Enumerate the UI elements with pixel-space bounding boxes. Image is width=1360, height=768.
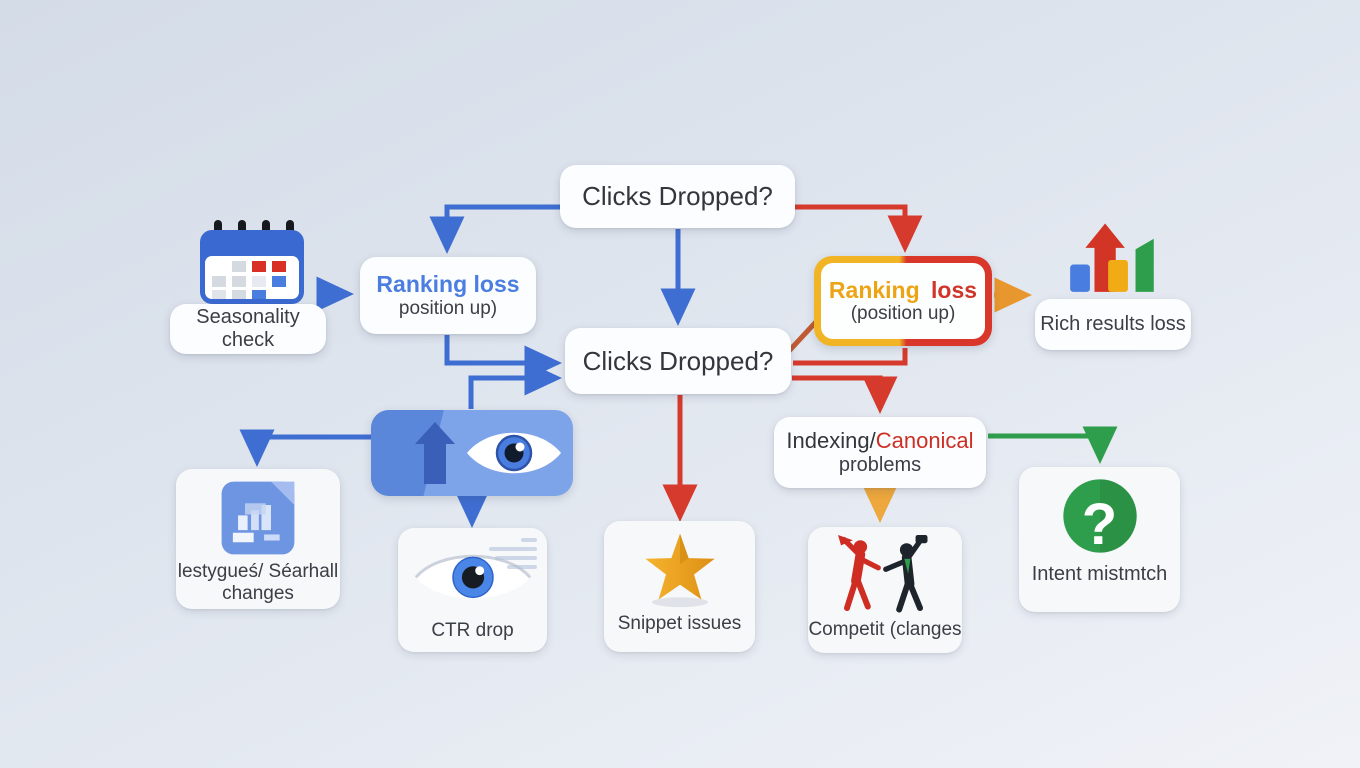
clicks-dropped-mid-label: Clicks Dropped? xyxy=(582,345,774,376)
indexing-word2: Canonical xyxy=(875,428,974,453)
indexing-line2: problems xyxy=(838,454,922,476)
arrow-clicks-mid-to-indexing xyxy=(792,375,898,414)
ranking-right-title-word2: loss xyxy=(931,276,978,303)
eye-up-arrow-icon xyxy=(415,422,561,484)
node-indexing-canonical: Indexing/Canonical problems xyxy=(774,417,986,488)
node-ranking-loss-right: Ranking loss (position up) xyxy=(814,256,992,346)
node-ranking-loss-left: Ranking loss position up) xyxy=(360,257,536,334)
test-changes-label: lestygueś/ Séarhall changes xyxy=(178,561,339,605)
indexing-line1: Indexing/Canonical xyxy=(786,428,973,454)
intent-mismatch-label: Intent mistmtch xyxy=(1031,563,1168,585)
arrow-ranking-left-to-clicks-mid xyxy=(444,335,562,381)
eye-icon xyxy=(410,538,536,616)
test-changes-line1: lestygueś/ Séarhall xyxy=(177,561,339,582)
arrow-observe-to-test-changes xyxy=(239,429,372,467)
line-ranking-right-to-clicks-mid xyxy=(793,348,908,366)
star-icon xyxy=(624,531,736,609)
seasonality-label: Seasonality check xyxy=(196,306,300,351)
clicks-dropped-top-label: Clicks Dropped? xyxy=(582,181,773,211)
node-clicks-dropped-mid: Clicks Dropped? xyxy=(565,328,791,394)
node-test-search-changes: lestygueś/ Séarhall changes xyxy=(176,469,340,609)
question-mark-icon: ? xyxy=(1019,477,1180,557)
question-mark-glyph: ? xyxy=(1081,492,1118,557)
node-rich-results-loss: Rich results loss xyxy=(1035,299,1191,350)
ranking-right-subtitle: (position up) xyxy=(850,303,956,325)
ranking-left-subtitle: position up) xyxy=(398,297,498,319)
snippet-issues-label: Snippet issues xyxy=(617,613,742,634)
node-observe xyxy=(371,410,573,496)
ghost-text-lines xyxy=(489,538,537,569)
arrow-top-to-ranking-right xyxy=(795,204,923,253)
competitor-changes-label: Competit (clanges xyxy=(808,619,962,640)
node-ctr-drop: CTR drop xyxy=(398,528,547,652)
ranking-left-title: Ranking loss xyxy=(376,271,520,298)
node-snippet-issues: Snippet issues xyxy=(604,521,755,652)
indexing-word1: Indexing/ xyxy=(786,428,876,453)
arrow-indexing-to-intent xyxy=(988,426,1118,464)
rich-results-label: Rich results loss xyxy=(1040,313,1186,335)
test-changes-line2: changes xyxy=(222,582,294,604)
ctr-drop-label: CTR drop xyxy=(431,620,514,641)
arrow-observe-to-clicks-mid xyxy=(468,360,562,409)
arrow-top-to-ranking-left xyxy=(429,204,560,254)
ranking-right-title: Ranking loss xyxy=(829,277,977,303)
node-clicks-dropped-top: Clicks Dropped? xyxy=(560,165,795,228)
node-intent-mismatch: ? Intent mistmtch xyxy=(1019,467,1180,612)
document-chart-icon xyxy=(216,479,300,557)
node-seasonality-check: Seasonality check xyxy=(170,304,326,354)
node-competitor-changes: Competit (clanges xyxy=(808,527,962,653)
bar-chart-up-arrow-icon xyxy=(1052,222,1178,298)
wrestlers-icon xyxy=(822,535,948,615)
calendar-icon xyxy=(196,220,308,308)
ranking-right-title-word1: Ranking xyxy=(828,276,920,303)
